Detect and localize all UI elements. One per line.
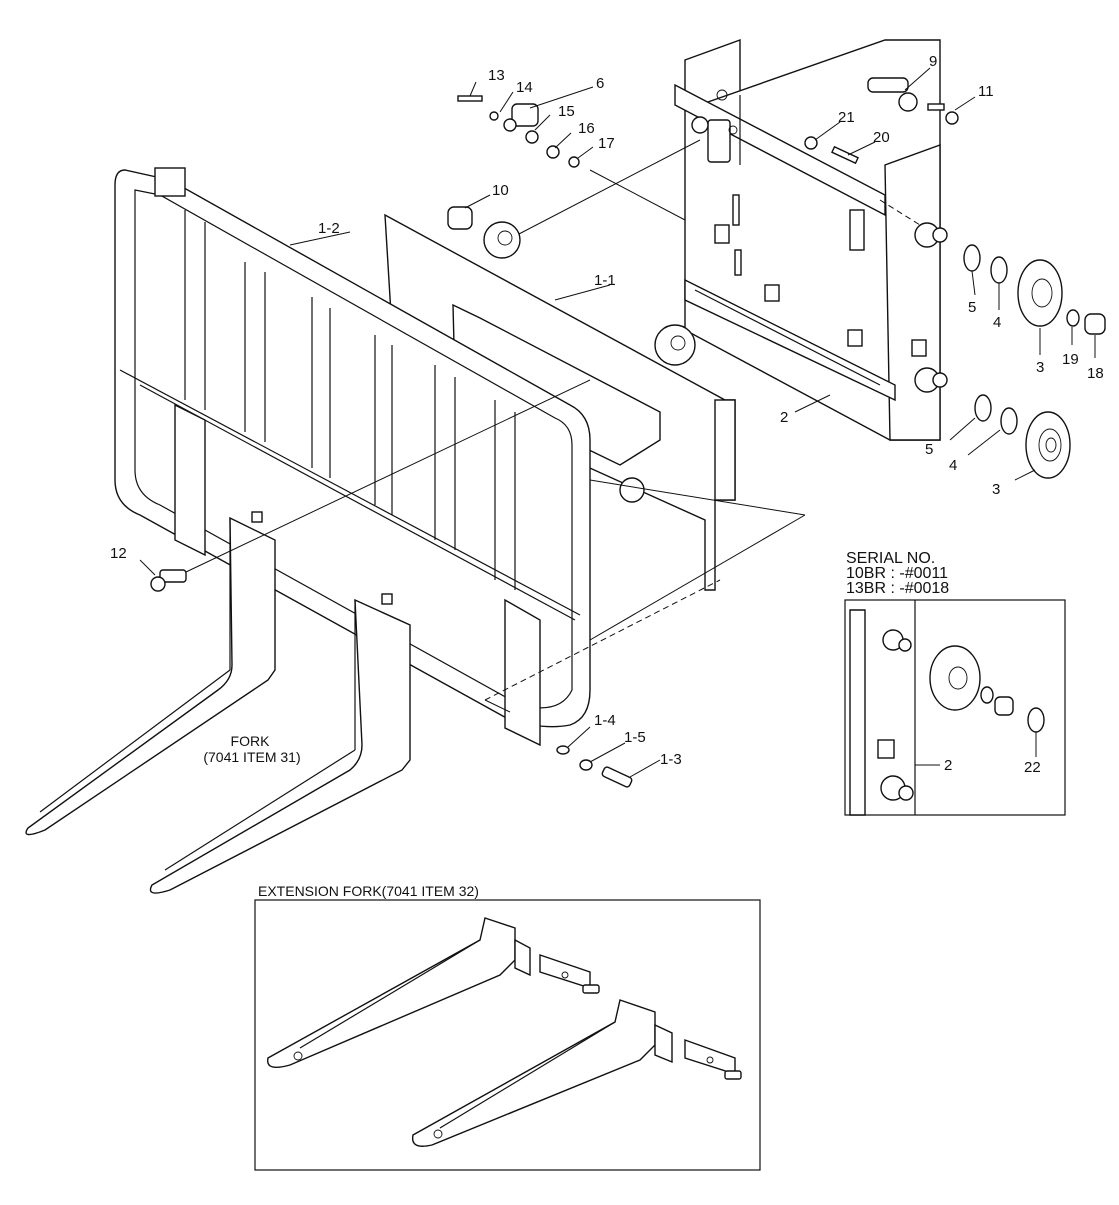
callout-19: 19 [1062, 351, 1079, 368]
callout-17: 17 [598, 135, 615, 152]
fork-caption-line2: (7041 ITEM 31) [203, 749, 300, 765]
callout-3-lower: 3 [992, 481, 1000, 498]
callout-14: 14 [516, 79, 533, 96]
callout-4-upper: 4 [993, 314, 1001, 331]
callout-1-2: 1-2 [318, 220, 340, 237]
bolts-and-washers [150, 379, 806, 788]
callout-1-1: 1-1 [594, 272, 616, 289]
serial-line-1: 10BR : -#0011 [846, 565, 948, 582]
serial-title: SERIAL NO. [846, 550, 935, 567]
callout-16: 16 [578, 120, 595, 137]
lower-roller-assembly [974, 394, 1071, 479]
load-backrest [114, 167, 591, 747]
callout-4-lower: 4 [949, 457, 957, 474]
callout-1-4: 1-4 [594, 712, 616, 729]
callout-2-main: 2 [780, 409, 788, 426]
callout-labels: 13 14 6 15 16 17 9 11 21 20 10 1-2 1-1 2… [110, 53, 1104, 768]
callout-12: 12 [110, 545, 127, 562]
callout-9: 9 [929, 53, 937, 70]
callout-11: 11 [978, 83, 994, 100]
extension-title: EXTENSION FORK(7041 ITEM 32) [258, 883, 479, 899]
callout-2-inset: 2 [944, 757, 952, 774]
serial-inset: SERIAL NO. 10BR : -#0011 13BR : -#0018 2… [844, 550, 1066, 816]
callout-22: 22 [1024, 759, 1041, 776]
callout-21: 21 [838, 109, 855, 126]
callout-6: 6 [596, 75, 604, 92]
callout-5-lower: 5 [925, 441, 933, 458]
leader-lines [139, 67, 1096, 778]
callout-13: 13 [488, 67, 505, 84]
fork-tine-left [25, 511, 276, 836]
callout-5-upper: 5 [968, 299, 976, 316]
upper-roller-assembly [963, 244, 1106, 335]
serial-line-2: 13BR : -#0018 [846, 580, 949, 597]
callout-10: 10 [492, 182, 509, 199]
fork-caption: FORK (7041 ITEM 31) [203, 733, 300, 765]
callout-1-5: 1-5 [624, 729, 646, 746]
callout-18: 18 [1087, 365, 1104, 382]
extension-fork-inset: EXTENSION FORK(7041 ITEM 32) [254, 883, 761, 1171]
callout-3-upper: 3 [1036, 359, 1044, 376]
callout-15: 15 [558, 103, 575, 120]
fork-caption-line1: FORK [231, 733, 271, 749]
top-hardware [447, 77, 959, 230]
callout-1-3: 1-3 [660, 751, 682, 768]
callout-20: 20 [873, 129, 890, 146]
fork-tine-right [149, 593, 411, 894]
